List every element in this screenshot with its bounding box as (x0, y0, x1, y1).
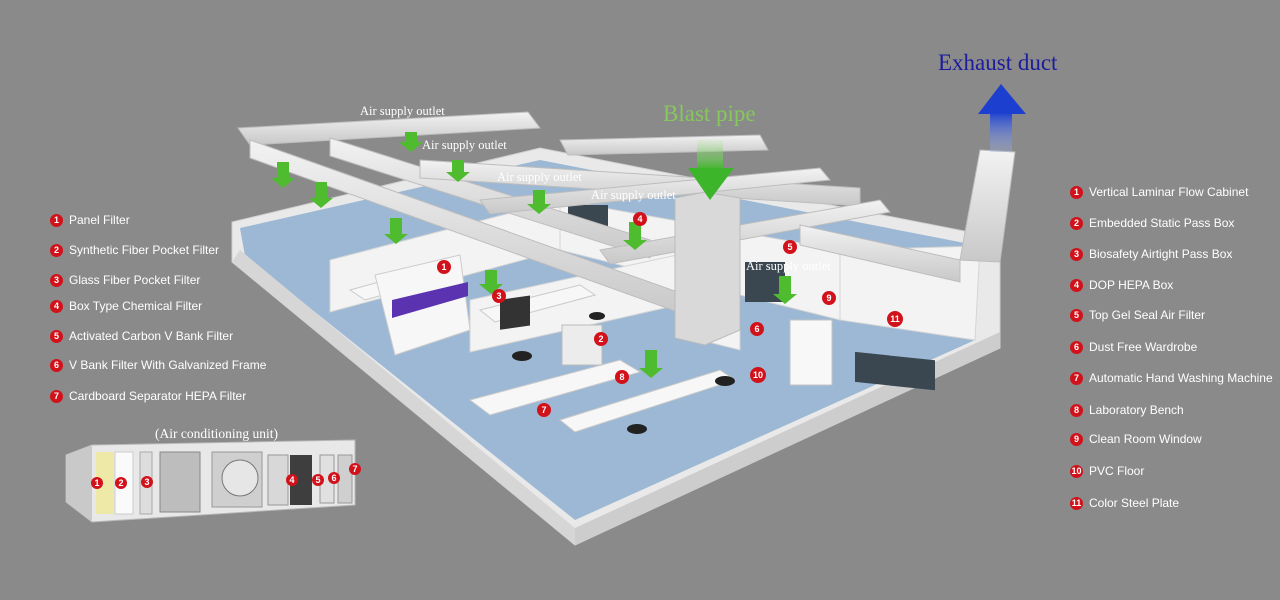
svg-text:6: 6 (331, 473, 336, 483)
blast-pipe-arrow (688, 140, 734, 200)
marker-11: 11 (890, 314, 900, 324)
vertical-laminar-flow-cabinet (374, 254, 471, 356)
marker-8: 8 (619, 372, 624, 382)
ac-fan-icon (221, 459, 259, 497)
ac-unit-markers: 1 2 3 4 5 6 7 (91, 463, 361, 489)
air-supply-outlet-label-2: Air supply outlet (422, 138, 507, 152)
blast-pipe-label: Blast pipe (663, 101, 756, 126)
air-conditioning-unit (65, 439, 356, 523)
svg-text:5: 5 (315, 475, 320, 485)
air-supply-outlet-label-4: Air supply outlet (591, 188, 676, 202)
blast-pipe-column (674, 191, 741, 346)
air-supply-outlet-label-1: Air supply outlet (360, 104, 445, 118)
automatic-hand-washing-machine (500, 295, 530, 330)
marker-3: 3 (496, 291, 501, 301)
exhaust-duct-label: Exhaust duct (938, 50, 1058, 75)
air-supply-outlet-label-5: Air supply outlet (746, 259, 831, 273)
lab-stools (512, 312, 735, 434)
scene-markers: 1 2 3 4 5 6 7 8 9 10 11 (437, 212, 903, 417)
marker-5: 5 (787, 242, 792, 252)
marker-2: 2 (598, 334, 603, 344)
svg-text:1: 1 (94, 478, 99, 488)
supply-air-arrows (271, 132, 797, 378)
dust-free-wardrobe (789, 319, 833, 386)
clean-room-window (568, 205, 935, 391)
svg-text:2: 2 (118, 478, 123, 488)
marker-10: 10 (753, 370, 763, 380)
ac-panel-filter (96, 452, 114, 514)
marker-6: 6 (754, 324, 759, 334)
air-duct-network (237, 111, 1016, 321)
air-conditioning-unit-title: (Air conditioning unit) (155, 426, 278, 441)
marker-7: 7 (541, 405, 546, 415)
svg-text:7: 7 (352, 464, 357, 474)
exhaust-arrow (978, 84, 1026, 152)
marker-1: 1 (441, 262, 446, 272)
marker-4: 4 (637, 214, 642, 224)
embedded-static-pass-box (561, 324, 603, 366)
marker-9: 9 (826, 293, 831, 303)
air-supply-outlet-label-3: Air supply outlet (497, 170, 582, 184)
svg-text:3: 3 (144, 477, 149, 487)
svg-text:4: 4 (289, 475, 294, 485)
